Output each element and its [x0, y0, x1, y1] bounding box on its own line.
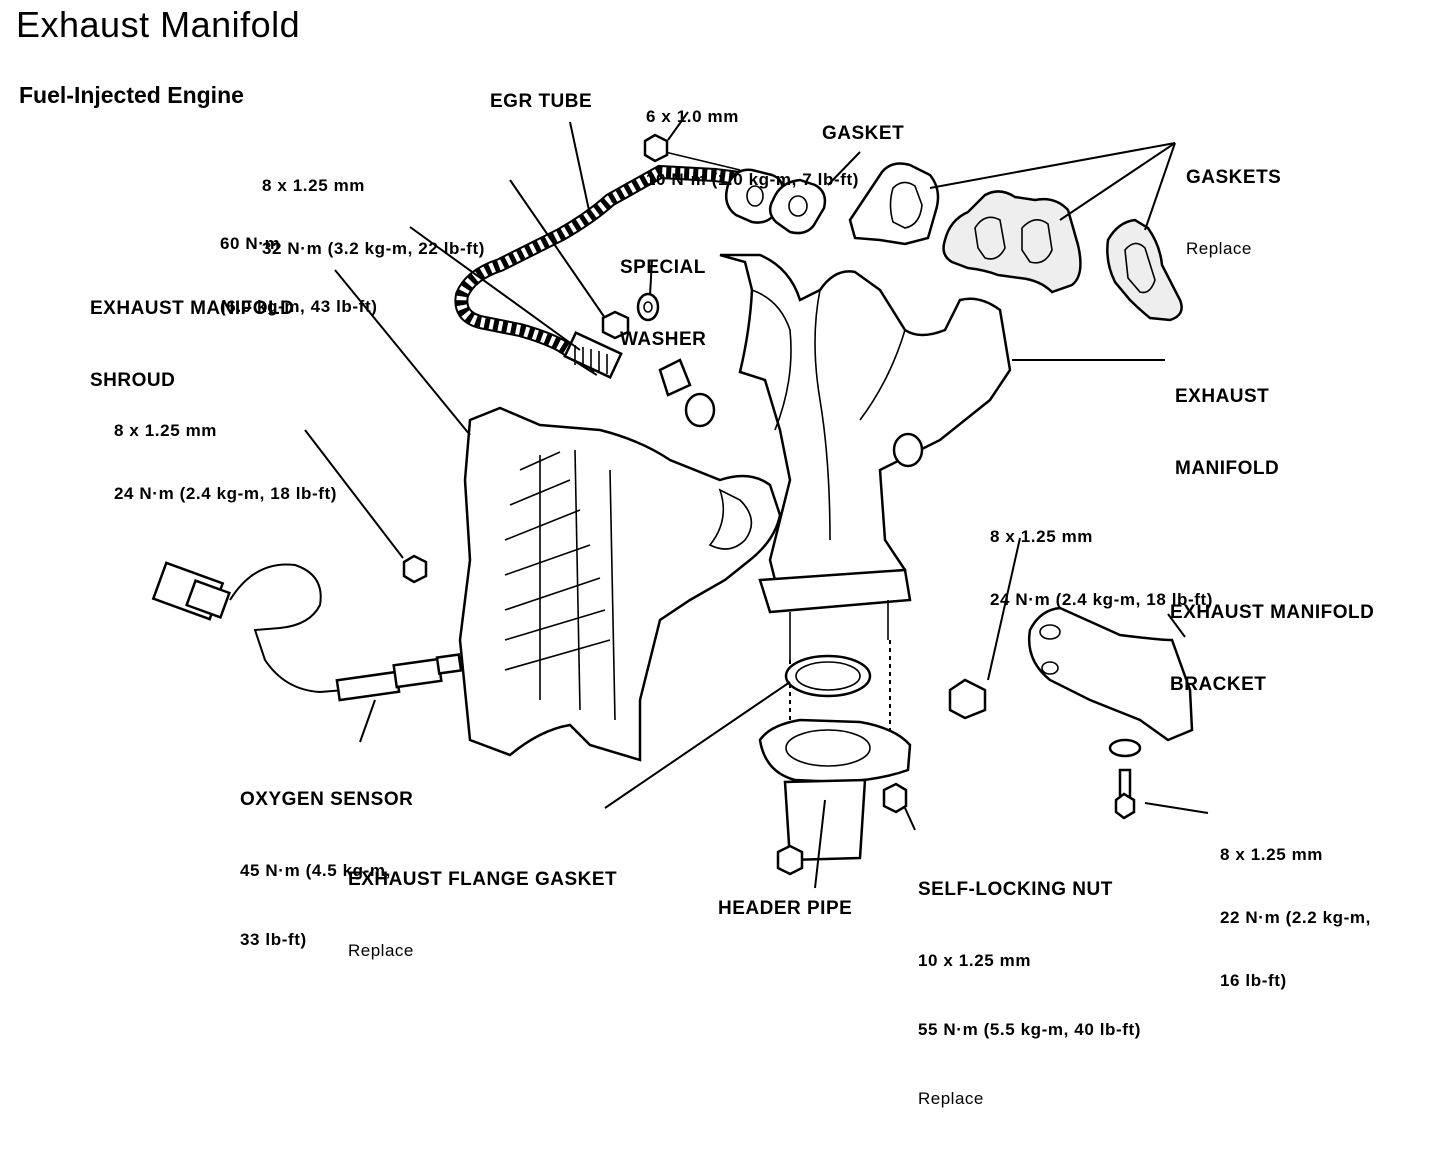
label-bolt-8x125-bracket-size: 8 x 1.25 mm [990, 527, 1093, 546]
label-flange-gasket: EXHAUST FLANGE GASKET Replace [348, 820, 617, 1010]
label-shroud-line1: EXHAUST MANIFOLD [90, 298, 295, 319]
label-bolt-8x125-bottom: 8 x 1.25 mm 22 N·m (2.2 kg-m, 16 lb-ft) [1220, 802, 1371, 1033]
label-gaskets-note: Replace [1186, 239, 1252, 258]
label-bolt-8x125-egr-torque: 32 N·m (3.2 kg-m, 22 lb-ft) [262, 239, 486, 258]
label-gaskets: GASKETS Replace [1186, 118, 1281, 308]
label-exhaust-manifold-line1: EXHAUST [1175, 386, 1270, 407]
label-oxygen-sensor-title: OXYGEN SENSOR [240, 789, 414, 810]
label-torque-60-conv: (6.0 kg-m, 43 lb-ft) [220, 297, 378, 316]
diagram-canvas: Exhaust Manifold Fuel-Injected Engine EG… [16, 4, 1374, 1108]
label-bolt-6x1-torque: 10 N·m (1.0 kg-m, 7 lb-ft) [646, 170, 860, 189]
label-gaskets-title: GASKETS [1186, 167, 1282, 188]
leader-lines [304, 111, 1209, 889]
label-bolt-8x125-shroud: 8 x 1.25 mm 24 N·m (2.4 kg-m, 18 lb-ft) [114, 378, 337, 546]
label-bolt-6x1: 6 x 1.0 mm 10 N·m (1.0 kg-m, 7 lb-ft) [646, 64, 859, 232]
label-bracket: EXHAUST MANIFOLD BRACKET [1170, 553, 1374, 745]
label-torque-60-nm: 60 N·m [220, 234, 281, 253]
label-bolt-6x1-size: 6 x 1.0 mm [646, 107, 739, 126]
label-exhaust-manifold-line2: MANIFOLD [1175, 458, 1280, 479]
label-bolt-8x125-egr-size: 8 x 1.25 mm [262, 176, 365, 195]
label-header-pipe: HEADER PIPE [718, 898, 853, 919]
egr-tube-drawing [454, 151, 741, 380]
label-bolt-8x125-bracket-torque: 24 N·m (2.4 kg-m, 18 lb-ft) [990, 590, 1214, 609]
label-bolt-8x125-egr: 8 x 1.25 mm 32 N·m (3.2 kg-m, 22 lb-ft) [262, 133, 485, 301]
bracket-drawing [402, 554, 1194, 820]
label-special-washer-line1: SPECIAL [620, 257, 706, 278]
label-self-locking-nut-note: Replace [918, 1089, 984, 1108]
label-special-washer: SPECIAL WASHER [620, 208, 706, 400]
label-self-locking-nut-size: 10 x 1.25 mm [918, 951, 1032, 970]
label-bolt-8x125-shroud-torque: 24 N·m (2.4 kg-m, 18 lb-ft) [114, 484, 338, 503]
label-bolt-8x125-bottom-conv: 16 lb-ft) [1220, 971, 1287, 990]
label-bolt-8x125-bracket: 8 x 1.25 mm 24 N·m (2.4 kg-m, 18 lb-ft) [990, 484, 1213, 652]
page-title: Exhaust Manifold [16, 4, 301, 45]
label-egr-tube: EGR TUBE [490, 91, 593, 112]
label-bracket-line1: EXHAUST MANIFOLD [1170, 602, 1375, 623]
page-subtitle: Fuel-Injected Engine [19, 82, 244, 108]
label-flange-gasket-title: EXHAUST FLANGE GASKET [348, 869, 618, 890]
label-gasket: GASKET [822, 123, 905, 144]
label-self-locking-nut-title: SELF-LOCKING NUT [918, 879, 1113, 900]
label-flange-gasket-note: Replace [348, 941, 414, 960]
oxygen-sensor-drawing [151, 561, 463, 702]
label-self-locking-nut: SELF-LOCKING NUT 10 x 1.25 mm 55 N·m (5.… [918, 830, 1141, 1158]
label-bolt-8x125-bottom-torque: 22 N·m (2.2 kg-m, [1220, 908, 1371, 927]
header-pipe-drawing [758, 654, 912, 876]
label-torque-60: 60 N·m (6.0 kg-m, 43 lb-ft) [220, 191, 377, 359]
egr-gaskets-drawing [725, 168, 827, 235]
label-bolt-8x125-bottom-size: 8 x 1.25 mm [1220, 845, 1323, 864]
exploded-view-illustration [151, 111, 1209, 889]
label-shroud: EXHAUST MANIFOLD SHROUD [90, 249, 294, 441]
label-exhaust-manifold: EXHAUST MANIFOLD [1175, 337, 1279, 529]
label-oxygen-sensor-torque: 45 N·m (4.5 kg-m, [240, 861, 391, 880]
egr-nut-washer-drawing [601, 133, 669, 340]
label-shroud-line2: SHROUD [90, 370, 176, 391]
manifold-shroud-drawing [458, 406, 782, 762]
exhaust-manifold-drawing [658, 253, 1012, 770]
label-self-locking-nut-torque: 55 N·m (5.5 kg-m, 40 lb-ft) [918, 1020, 1142, 1039]
label-bolt-8x125-shroud-size: 8 x 1.25 mm [114, 421, 217, 440]
label-special-washer-line2: WASHER [620, 329, 707, 350]
label-bracket-line2: BRACKET [1170, 674, 1267, 695]
manifold-gaskets-drawing [848, 162, 1183, 322]
